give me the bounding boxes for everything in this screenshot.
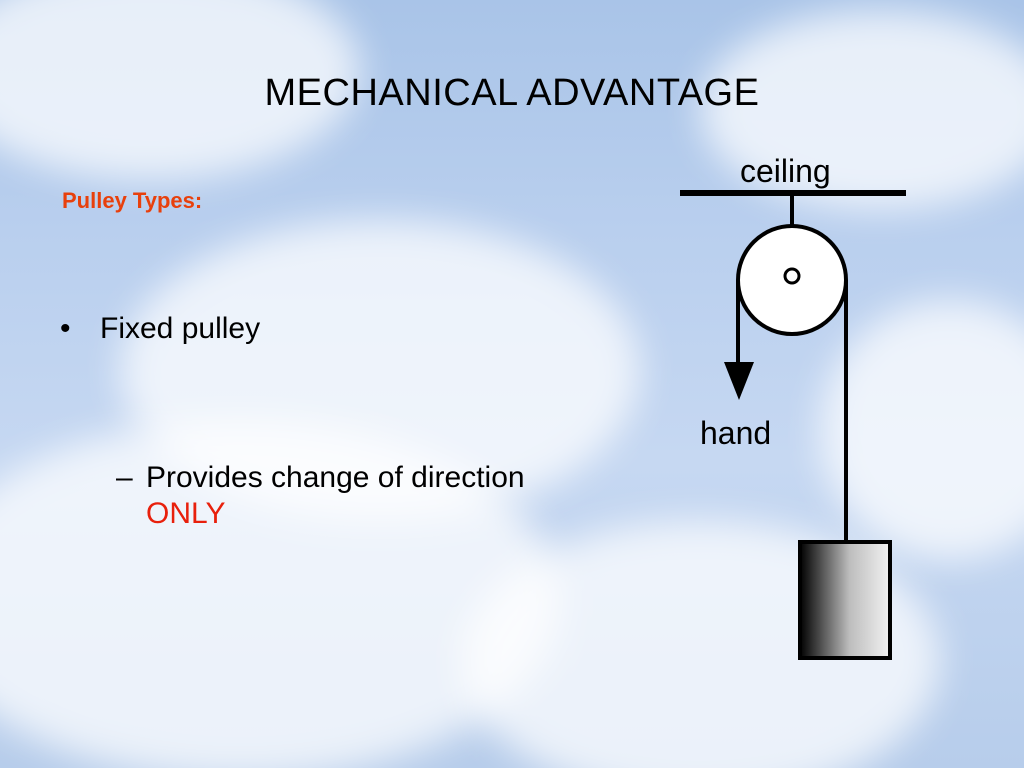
section-heading: Pulley Types: bbox=[62, 188, 203, 213]
sub-bullet-text: Provides change of direction bbox=[146, 461, 525, 494]
ceiling-bar bbox=[680, 190, 906, 196]
slide-title: MECHANICAL ADVANTAGE bbox=[264, 72, 760, 114]
cloud bbox=[0, 420, 560, 768]
fixed-pulley-diagram: ceiling hand bbox=[680, 153, 906, 660]
ceiling-label: ceiling bbox=[740, 153, 831, 189]
bullet-marker: • bbox=[60, 312, 71, 345]
sub-bullet-marker: – bbox=[116, 461, 133, 494]
bullet-item: • Fixed pulley bbox=[60, 312, 260, 346]
sub-bullet-item: –Provides change of direction ONLY bbox=[116, 460, 525, 532]
bullet-text: Fixed pulley bbox=[100, 312, 261, 345]
down-arrow-icon bbox=[724, 362, 754, 400]
hand-label: hand bbox=[700, 415, 771, 451]
cloud bbox=[700, 10, 1024, 210]
weight-block bbox=[798, 540, 892, 660]
sub-bullet-emphasis: ONLY bbox=[146, 497, 226, 530]
pulley-axle bbox=[783, 267, 801, 285]
cloud bbox=[820, 300, 1024, 560]
